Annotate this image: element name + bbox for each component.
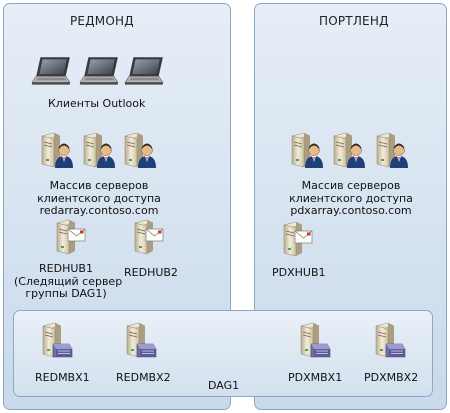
client-access-server-icon (80, 132, 120, 170)
cas-array-redmond-line1: Массив серверов (49, 179, 149, 192)
cas-array-portland-line1: Массив серверов (301, 179, 401, 192)
redhub1-name: REDHUB1 (39, 262, 93, 275)
redhub1-role-line1: (Следящий сервер (14, 274, 123, 288)
cas-array-portland-label: Массив серверов клиентского доступа pdxa… (276, 179, 426, 218)
mailbox-server-label-redmbx2: REDMBX2 (116, 371, 171, 384)
dag-label: DAG1 (208, 379, 240, 392)
client-access-server-icon (330, 132, 370, 170)
mailbox-server-icon (39, 322, 79, 360)
dag-group (13, 310, 433, 397)
hub-transport-server-icon (53, 219, 93, 257)
client-access-server-icon (38, 132, 78, 170)
hub-transport-server-icon (131, 219, 171, 257)
site-title-redmond: РЕДМОНД (70, 14, 134, 28)
laptop-icon (31, 56, 71, 86)
mailbox-server-label-pdxmbx1: PDXMBX1 (288, 371, 343, 384)
hub-transport-server-icon (280, 221, 320, 259)
pdxhub1-label: PDXHUB1 (272, 266, 326, 279)
client-access-server-icon (288, 132, 328, 170)
mailbox-server-icon (297, 322, 337, 360)
client-access-server-icon (373, 132, 413, 170)
laptop-icon (79, 56, 119, 86)
clients-label: Клиенты Outlook (48, 97, 146, 110)
mailbox-server-icon (123, 322, 163, 360)
client-access-server-icon (121, 132, 161, 170)
mailbox-server-label-pdxmbx2: PDXMBX2 (364, 371, 419, 384)
cas-array-redmond-line2: клиентского доступа (37, 191, 161, 205)
mailbox-server-icon (372, 322, 412, 360)
cas-array-portland-line3: pdxarray.contoso.com (290, 204, 412, 217)
laptop-icon (124, 56, 164, 86)
cas-array-redmond-label: Массив серверов клиентского доступа reda… (24, 179, 174, 218)
cas-array-redmond-line3: redarray.contoso.com (39, 204, 159, 217)
cas-array-portland-line2: клиентского доступа (289, 191, 413, 205)
site-title-portland: ПОРТЛЕНД (319, 14, 389, 28)
mailbox-server-label-redmbx1: REDMBX1 (35, 371, 90, 384)
redhub2-label: REDHUB2 (124, 266, 178, 279)
redhub1-role-line2: группы DAG1) (25, 287, 107, 300)
redhub1-label: REDHUB1 (Следящий сервер группы DAG1) (14, 262, 123, 301)
